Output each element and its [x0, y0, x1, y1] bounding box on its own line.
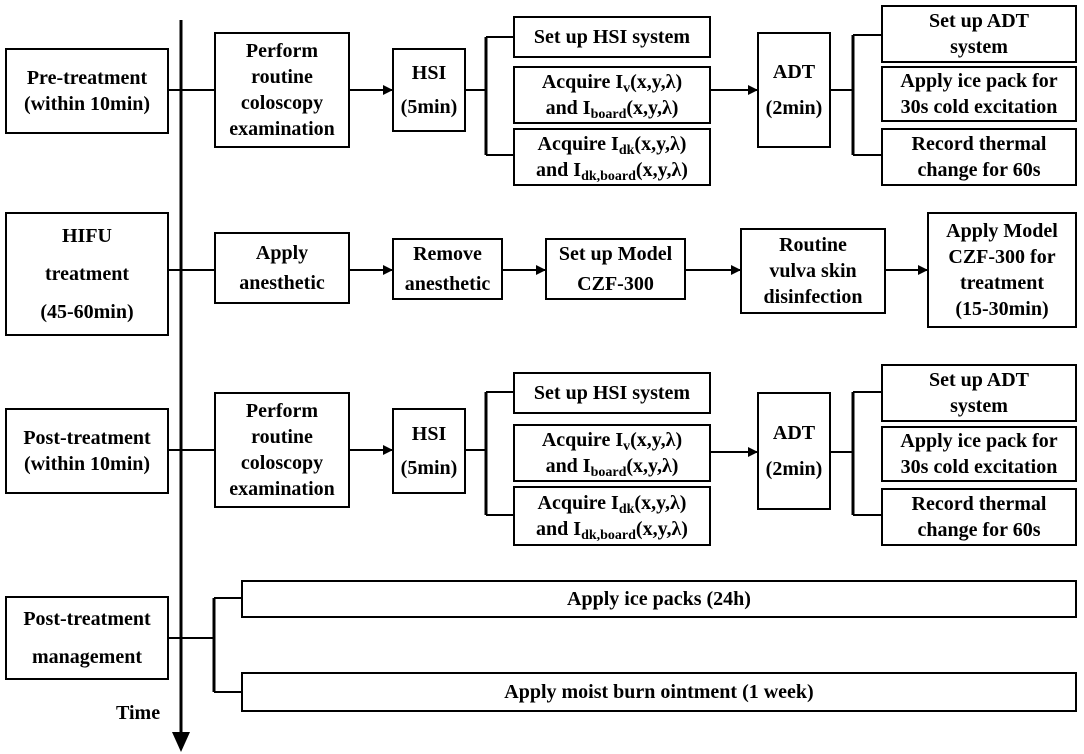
- box-line: (5min): [400, 96, 458, 118]
- phase-line: treatment: [44, 263, 130, 285]
- box-line: Perform: [245, 40, 319, 62]
- post-acquire-iv-box: Acquire Iv(x,y,λ) and Iboard(x,y,λ): [513, 424, 711, 482]
- box-line: and Idk,board(x,y,λ): [536, 159, 688, 184]
- box-line: routine: [251, 426, 313, 448]
- box-line: (5min): [400, 457, 458, 479]
- phase-post-treatment: Post-treatment (within 10min): [5, 408, 169, 494]
- box-line: system: [950, 36, 1008, 58]
- post-setup-hsi-box: Set up HSI system: [513, 372, 711, 414]
- box-line: HSI: [411, 423, 447, 445]
- pre-setup-adt-box: Set up ADT system: [881, 5, 1077, 63]
- box-line: Set up Model: [558, 243, 673, 265]
- post-adt-box: ADT (2min): [757, 392, 831, 510]
- hifu-apply-anesthetic-box: Apply anesthetic: [214, 232, 350, 304]
- hifu-disinfection-box: Routine vulva skin disinfection: [740, 228, 886, 314]
- phase-line: (within 10min): [23, 93, 151, 115]
- box-line: examination: [229, 478, 335, 500]
- pre-ice-pack-box: Apply ice pack for 30s cold excitation: [881, 66, 1077, 122]
- phase-line: Pre-treatment: [26, 67, 148, 89]
- pre-setup-hsi-box: Set up HSI system: [513, 16, 711, 58]
- box-line: Set up ADT: [928, 10, 1030, 32]
- box-line: Apply: [255, 242, 309, 264]
- box-line: Set up ADT: [928, 369, 1030, 391]
- box-line: coloscopy: [240, 92, 324, 114]
- box-line: ADT: [772, 422, 816, 444]
- box-line: and Idk,board(x,y,λ): [536, 518, 688, 543]
- box-line: 30s cold excitation: [900, 96, 1058, 118]
- hifu-setup-model-box: Set up Model CZF-300: [545, 238, 686, 300]
- post-acquire-idk-box: Acquire Idk(x,y,λ) and Idk,board(x,y,λ): [513, 486, 711, 546]
- box-line: anesthetic: [404, 273, 491, 295]
- box-line: system: [950, 395, 1008, 417]
- phase-line: HIFU: [62, 225, 112, 247]
- box-line: Acquire Idk(x,y,λ): [537, 133, 687, 158]
- box-line: Remove: [413, 243, 482, 265]
- phase-post-treatment-management: Post-treatment management: [5, 596, 169, 680]
- box-line: HSI: [411, 62, 447, 84]
- post-setup-adt-box: Set up ADT system: [881, 364, 1077, 422]
- box-line: Apply moist burn ointment (1 week): [504, 681, 814, 703]
- box-line: Apply Model: [946, 220, 1058, 242]
- box-line: and Iboard(x,y,λ): [545, 97, 679, 122]
- time-axis-label: Time: [116, 702, 161, 724]
- box-line: change for 60s: [917, 159, 1041, 181]
- box-line: (2min): [765, 458, 823, 480]
- box-line: Acquire Iv(x,y,λ): [541, 71, 683, 96]
- box-line: Set up HSI system: [533, 382, 691, 404]
- box-line: anesthetic: [239, 272, 325, 294]
- box-line: examination: [229, 118, 335, 140]
- box-line: Apply ice pack for: [900, 70, 1058, 92]
- phase-pre-treatment: Pre-treatment (within 10min): [5, 48, 169, 134]
- post-colposcopy-box: Perform routine coloscopy examination: [214, 392, 350, 508]
- box-line: vulva skin: [769, 260, 857, 282]
- box-line: Routine: [779, 234, 847, 256]
- box-line: and Iboard(x,y,λ): [545, 455, 679, 480]
- phase-line: (45-60min): [40, 301, 134, 323]
- pre-acquire-iv-box: Acquire Iv(x,y,λ) and Iboard(x,y,λ): [513, 66, 711, 124]
- box-line: Record thermal: [911, 133, 1047, 155]
- phase-hifu-treatment: HIFU treatment (45-60min): [5, 212, 169, 336]
- post-ice-pack-box: Apply ice pack for 30s cold excitation: [881, 426, 1077, 482]
- box-line: Apply ice pack for: [900, 430, 1058, 452]
- pre-hsi-box: HSI (5min): [392, 48, 466, 132]
- time-axis-arrowhead: [172, 732, 190, 752]
- phase-line: Post-treatment: [23, 427, 151, 449]
- box-line: disinfection: [763, 286, 863, 308]
- box-line: Perform: [245, 400, 319, 422]
- box-line: Record thermal: [911, 493, 1047, 515]
- box-line: treatment: [959, 272, 1045, 294]
- hifu-remove-anesthetic-box: Remove anesthetic: [392, 238, 503, 300]
- phase-line: management: [32, 646, 142, 668]
- box-line: coloscopy: [240, 452, 324, 474]
- box-line: change for 60s: [917, 519, 1041, 541]
- mgmt-ice-packs-box: Apply ice packs (24h): [241, 580, 1077, 618]
- post-record-thermal-box: Record thermal change for 60s: [881, 488, 1077, 546]
- phase-line: (within 10min): [23, 453, 151, 475]
- box-line: routine: [251, 66, 313, 88]
- pre-record-thermal-box: Record thermal change for 60s: [881, 128, 1077, 186]
- box-line: Set up HSI system: [533, 26, 691, 48]
- pre-acquire-idk-box: Acquire Idk(x,y,λ) and Idk,board(x,y,λ): [513, 128, 711, 186]
- box-line: (15-30min): [955, 298, 1049, 320]
- mgmt-ointment-box: Apply moist burn ointment (1 week): [241, 672, 1077, 712]
- box-line: (2min): [765, 97, 823, 119]
- post-hsi-box: HSI (5min): [392, 408, 466, 494]
- pre-colposcopy-box: Perform routine coloscopy examination: [214, 32, 350, 148]
- hifu-treatment-box: Apply Model CZF-300 for treatment (15-30…: [927, 212, 1077, 328]
- box-line: Acquire Iv(x,y,λ): [541, 429, 683, 454]
- box-line: CZF-300: [577, 273, 654, 295]
- pre-adt-box: ADT (2min): [757, 32, 831, 148]
- phase-line: Post-treatment: [23, 608, 151, 630]
- box-line: Acquire Idk(x,y,λ): [537, 492, 687, 517]
- box-line: 30s cold excitation: [900, 456, 1058, 478]
- box-line: CZF-300 for: [948, 246, 1056, 268]
- box-line: ADT: [772, 61, 816, 83]
- box-line: Apply ice packs (24h): [567, 588, 751, 610]
